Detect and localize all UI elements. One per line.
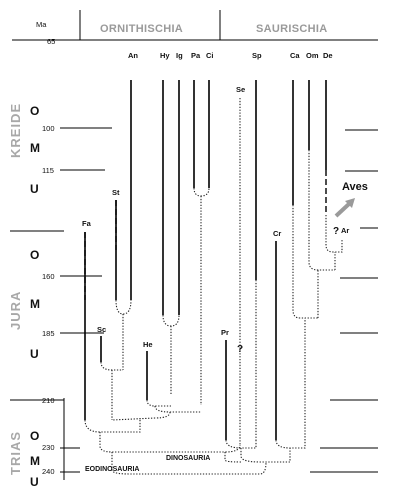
- sub-trias-o: O: [30, 429, 39, 443]
- age-160: 160: [42, 272, 55, 281]
- sub-jura-m: M: [30, 297, 40, 311]
- age-65: 65: [47, 37, 55, 46]
- sub-jura-u: U: [30, 347, 39, 361]
- age-240: 240: [42, 467, 55, 476]
- period-jura: JURA: [8, 291, 23, 330]
- taxon-sp: Sp: [252, 51, 262, 60]
- taxon-se: Se: [236, 85, 245, 94]
- age-185: 185: [42, 329, 55, 338]
- taxon-st: St: [112, 188, 120, 197]
- clade-ornithischia: ORNITHISCHIA: [100, 23, 183, 35]
- clade-dinosauria: DINOSAURIA: [166, 455, 210, 462]
- sub-jura-o: O: [30, 248, 39, 262]
- clade-saurischia: SAURISCHIA: [256, 23, 327, 35]
- age-115: 115: [42, 166, 54, 175]
- taxon-ca: Ca: [290, 51, 300, 60]
- question-mark-pr: ?: [237, 344, 243, 355]
- taxon-hy: Hy: [160, 51, 170, 60]
- aves-label: Aves: [342, 181, 368, 193]
- taxon-fa: Fa: [82, 219, 92, 228]
- time-boundaries: [10, 127, 378, 480]
- lineage-bars: [84, 80, 327, 440]
- taxon-cr: Cr: [273, 229, 281, 238]
- taxon-de: De: [323, 51, 333, 60]
- clade-eodinosauria: EODINOSAURIA: [85, 466, 139, 473]
- taxon-ar: Ar: [341, 226, 349, 235]
- taxon-om: Om: [306, 51, 319, 60]
- taxon-pr: Pr: [221, 328, 229, 337]
- question-mark-ar: ?: [333, 226, 339, 237]
- age-230: 230: [42, 443, 55, 452]
- sub-trias-m: M: [30, 454, 40, 468]
- taxon-sc: Sc: [97, 325, 106, 334]
- taxon-an: An: [128, 51, 138, 60]
- age-100: 100: [42, 124, 55, 133]
- sub-kreide-u: U: [30, 182, 39, 196]
- period-trias: TRIAS: [8, 431, 23, 475]
- aves-arrow-icon: [334, 198, 355, 218]
- sub-trias-u: U: [30, 475, 39, 489]
- period-kreide: KREIDE: [8, 103, 23, 158]
- ma-label: Ma: [36, 20, 47, 29]
- sub-kreide-o: O: [30, 104, 39, 118]
- taxon-ci: Ci: [206, 51, 214, 60]
- phylogeny-tree: [84, 98, 343, 475]
- sub-kreide-m: M: [30, 141, 40, 155]
- taxon-pa: Pa: [191, 51, 201, 60]
- taxon-he: He: [143, 340, 153, 349]
- taxon-ig: Ig: [176, 51, 183, 60]
- ghost-lineages: [84, 170, 327, 300]
